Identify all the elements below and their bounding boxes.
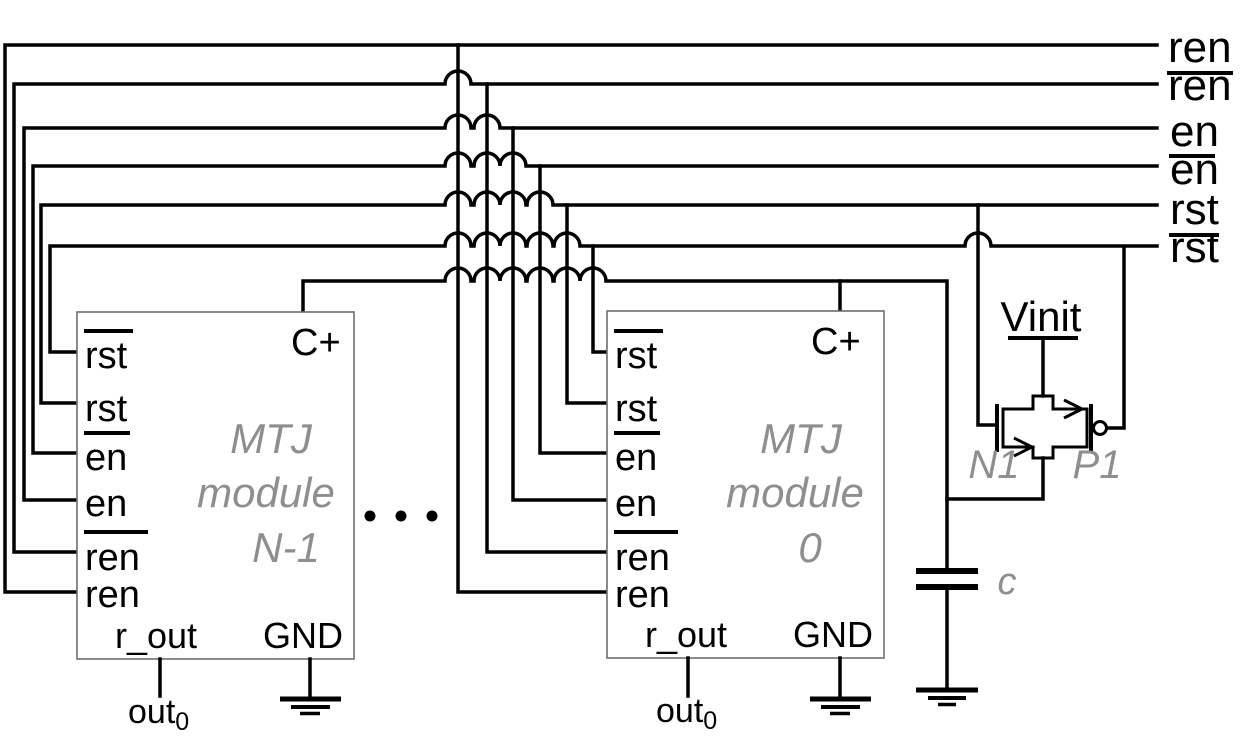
bus-label-ren-bar: ren	[1168, 61, 1232, 110]
wire-rst-drop-module0	[565, 203, 609, 405]
wire-en-bus	[22, 113, 1159, 502]
port-label-rst: rst	[85, 388, 128, 430]
module-n-1-title-line3: N-1	[252, 524, 320, 571]
port-label-ren: ren	[615, 574, 670, 616]
bus-label-en-bar: en	[1170, 145, 1219, 194]
port-label-en: en	[615, 483, 657, 525]
module-n-1-out-label: out0	[128, 693, 189, 736]
capacitor-label: c	[998, 561, 1017, 603]
pmos-arrow-icon	[1063, 398, 1086, 420]
port-label-en-bar: en	[85, 437, 127, 479]
wire-gate-output-to-node	[945, 456, 1045, 501]
port-label-en-bar: en	[615, 437, 657, 479]
wire-en-drop-module0	[511, 126, 609, 502]
module-n-1-title: MTJ module N-1	[197, 415, 335, 571]
module-n-1-title-line1: MTJ	[230, 415, 313, 462]
module-n-1-box	[76, 311, 355, 660]
module-0-title-line2: module	[726, 469, 864, 516]
bus-label-ren: ren	[1168, 23, 1232, 72]
module-n-1-port-labels: rst rst en en ren ren C+ r_out GND	[84, 322, 343, 656]
module-0-out-label: out0	[656, 692, 717, 735]
port-label-en: en	[85, 483, 127, 525]
module-n-1-title-line2: module	[197, 469, 335, 516]
wire-cplus-bus	[301, 266, 949, 571]
port-label-rout: r_out	[115, 615, 197, 656]
wire-rst-bar-drop-module0	[591, 244, 609, 354]
transmission-gate-icon	[995, 394, 1108, 460]
port-label-gnd: GND	[793, 614, 873, 655]
module-0-box	[606, 310, 885, 659]
wire-ren-bar-bus	[12, 69, 1159, 554]
ground-icon	[916, 687, 978, 707]
nmos-arrow-icon	[1013, 436, 1036, 458]
port-label-cplus: C+	[811, 321, 861, 363]
ground-icon	[280, 696, 341, 716]
module-0-title-line3: 0	[798, 524, 822, 571]
module-0-port-labels: rst rst en en ren ren C+ r_out GND	[614, 321, 873, 655]
module-0-title-line1: MTJ	[760, 415, 843, 462]
port-label-rout: r_out	[645, 614, 727, 655]
module-0-title: MTJ module 0	[726, 415, 864, 571]
wire-rst-bar-tap-p1-gate	[1105, 245, 1126, 430]
port-label-ren-bar: ren	[85, 537, 140, 579]
bus-labels: ren ren en en rst rst	[1167, 23, 1233, 272]
ellipsis-icon	[364, 510, 438, 522]
wire-rst-bus	[39, 190, 1159, 405]
port-label-rst-bar: rst	[615, 335, 658, 377]
wire-ren-bar-drop-module0	[485, 82, 609, 554]
ground-icon	[810, 696, 871, 716]
bus-label-en: en	[1170, 107, 1219, 156]
p1-gate-bubble	[1092, 420, 1108, 436]
wire-ren-bus	[3, 43, 1159, 594]
port-label-rst: rst	[615, 388, 658, 430]
wire-rst-bar-bus	[48, 231, 1159, 354]
port-label-rst-bar: rst	[85, 335, 128, 377]
bus-label-rst-bar: rst	[1170, 223, 1219, 272]
wire-rst-tap-n1-gate	[976, 203, 998, 427]
port-label-ren-bar: ren	[615, 537, 670, 579]
bus-label-rst: rst	[1170, 185, 1219, 234]
port-label-gnd: GND	[263, 615, 343, 656]
capacitor-icon	[916, 568, 978, 590]
wire-ren-drop-module0	[456, 43, 609, 594]
p1-label: P1	[1073, 443, 1122, 487]
port-label-cplus: C+	[291, 322, 341, 364]
wire-en-bar-drop-module0	[538, 164, 609, 455]
vinit-label: Vinit	[1001, 293, 1082, 340]
port-label-ren: ren	[85, 574, 140, 616]
n1-label: N1	[968, 443, 1019, 487]
